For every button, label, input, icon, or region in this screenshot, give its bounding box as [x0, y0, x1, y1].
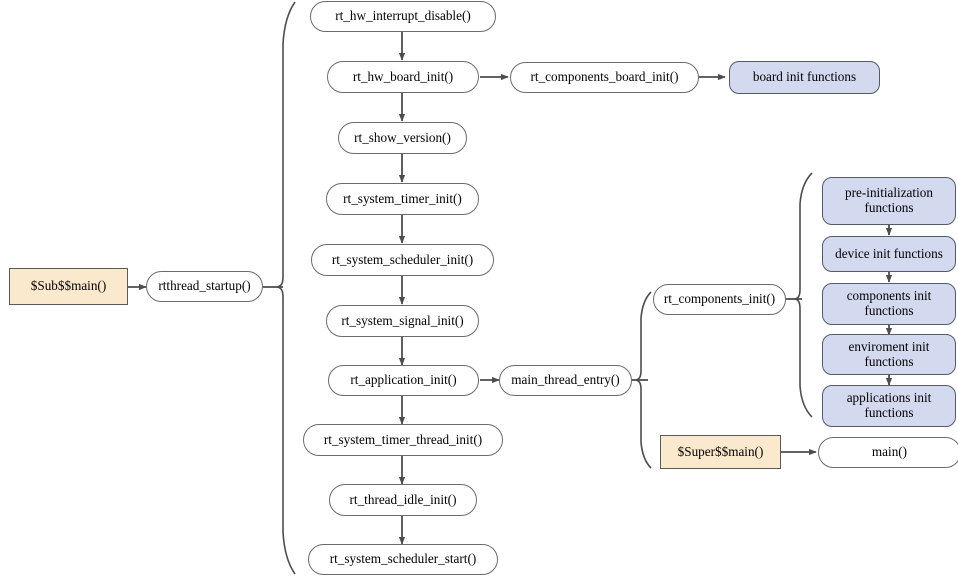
node-rt-hw-interrupt-disable[interactable]: rt_hw_interrupt_disable() [310, 1, 496, 32]
node-main[interactable]: main() [818, 437, 958, 468]
node-rt-components-board-init-label: rt_components_board_init() [530, 69, 679, 85]
node-pre-initialization-functions[interactable]: pre-initialization functions [822, 177, 956, 225]
node-sub-main[interactable]: $Sub$$main() [9, 268, 128, 305]
node-main-thread-entry-label: main_thread_entry() [511, 372, 620, 388]
node-rt-system-scheduler-init[interactable]: rt_system_scheduler_init() [311, 244, 494, 276]
node-rt-thread-idle-init-label: rt_thread_idle_init() [349, 491, 457, 507]
node-enviroment-init-functions-label: enviroment init functions [848, 338, 930, 369]
node-rt-system-timer-init[interactable]: rt_system_timer_init() [326, 183, 479, 215]
node-super-main-label: $Super$$main() [677, 443, 764, 459]
node-rtthread-startup-label: rtthread_startup() [158, 278, 251, 294]
node-device-init-functions-label: device init functions [835, 245, 943, 261]
node-board-init-functions-label: board init functions [752, 69, 857, 85]
node-rt-application-init-label: rt_application_init() [350, 372, 457, 388]
node-device-init-functions[interactable]: device init functions [822, 236, 956, 272]
node-rt-system-timer-init-label: rt_system_timer_init() [343, 190, 462, 206]
node-rt-thread-idle-init[interactable]: rt_thread_idle_init() [329, 484, 477, 516]
middle-brace [635, 291, 652, 469]
node-rt-system-signal-init-label: rt_system_signal_init() [341, 312, 464, 328]
node-rt-hw-board-init[interactable]: rt_hw_board_init() [327, 61, 479, 93]
right-brace [794, 172, 813, 418]
node-rt-system-signal-init[interactable]: rt_system_signal_init() [326, 305, 479, 337]
node-applications-init-functions[interactable]: applications init functions [822, 385, 956, 427]
node-main-thread-entry[interactable]: main_thread_entry() [499, 365, 632, 396]
node-applications-init-functions-label: applications init functions [846, 390, 932, 420]
node-rt-system-timer-thread-init-label: rt_system_timer_thread_init() [323, 431, 483, 447]
node-rt-components-init-label: rt_components_init() [663, 291, 776, 307]
node-rt-show-version[interactable]: rt_show_version() [338, 122, 467, 154]
node-rt-components-init[interactable]: rt_components_init() [653, 284, 786, 315]
node-board-init-functions[interactable]: board init functions [729, 61, 880, 94]
node-rt-application-init[interactable]: rt_application_init() [328, 365, 479, 396]
node-rt-system-scheduler-start[interactable]: rt_system_scheduler_start() [308, 544, 498, 575]
node-rt-system-scheduler-start-label: rt_system_scheduler_start() [329, 551, 477, 567]
node-rt-components-board-init[interactable]: rt_components_board_init() [510, 62, 699, 93]
node-main-label: main() [871, 444, 908, 460]
node-rt-hw-interrupt-disable-label: rt_hw_interrupt_disable() [335, 8, 471, 24]
left-brace [276, 1, 296, 575]
node-rtthread-startup[interactable]: rtthread_startup() [146, 271, 263, 302]
node-super-main[interactable]: $Super$$main() [660, 435, 781, 469]
node-rt-system-timer-thread-init[interactable]: rt_system_timer_thread_init() [303, 424, 503, 456]
node-components-init-functions-label: components init functions [846, 288, 932, 318]
node-sub-main-label: $Sub$$main() [30, 278, 107, 294]
node-components-init-functions[interactable]: components init functions [822, 283, 956, 325]
node-rt-show-version-label: rt_show_version() [354, 129, 451, 145]
node-rt-system-scheduler-init-label: rt_system_scheduler_init() [331, 251, 474, 267]
node-rt-hw-board-init-label: rt_hw_board_init() [352, 68, 454, 84]
node-enviroment-init-functions[interactable]: enviroment init functions [822, 334, 956, 375]
node-pre-initialization-functions-label: pre-initialization functions [845, 185, 933, 215]
